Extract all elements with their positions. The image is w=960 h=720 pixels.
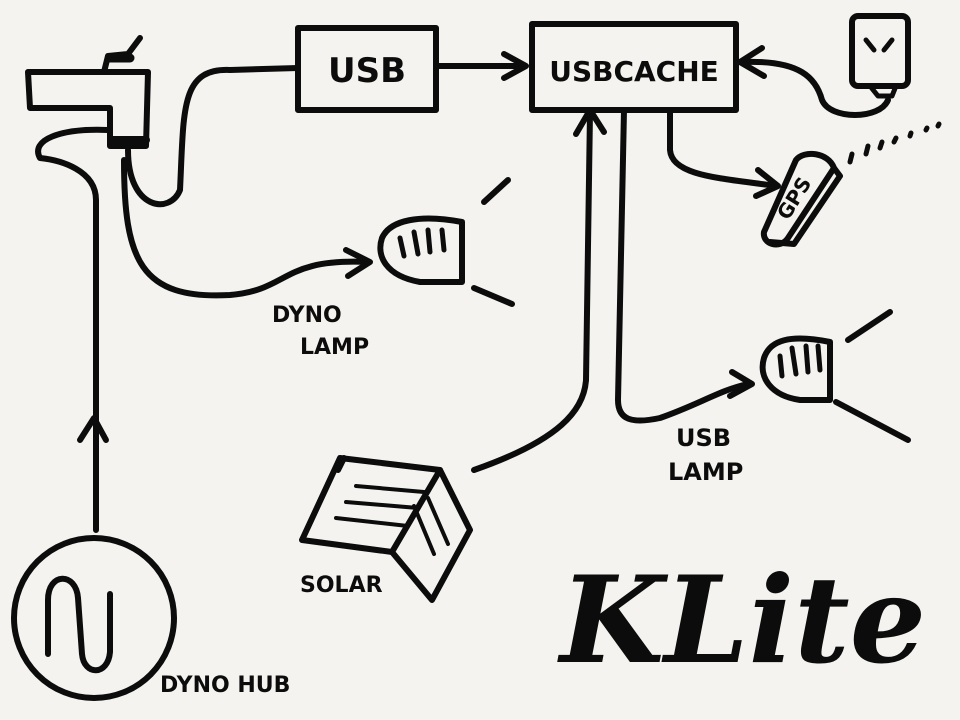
- usb-lamp-icon: [759, 309, 911, 443]
- usbcache-label: USBCACHE: [549, 55, 719, 88]
- gps-arrow: [753, 167, 781, 199]
- usb-box: USB: [295, 25, 439, 113]
- hub-upward-arrow: [77, 415, 109, 443]
- usbcache-box: USBCACHE: [529, 21, 739, 113]
- dyno-lamp-arrow: [343, 247, 373, 279]
- cache-to-gps-wire: [667, 109, 779, 189]
- usb-lamp-label-line1: USB: [676, 424, 731, 452]
- charger-arrow: [737, 45, 767, 79]
- dyno-lamp-icon: [377, 177, 515, 307]
- usb-lamp-arrow: [727, 369, 755, 399]
- klite-title: KLite: [557, 550, 926, 691]
- usb-lamp-label-line2: LAMP: [668, 458, 743, 486]
- usb-label: USB: [328, 51, 406, 91]
- gps-signal-dots: [847, 121, 942, 165]
- dyno-lamp-label-line1: DYNO: [272, 303, 342, 328]
- dyno-lamp-label-line2: LAMP: [300, 335, 369, 360]
- gps-device: GPS: [760, 150, 843, 248]
- usb-to-cache-arrow: [433, 51, 529, 81]
- handlebar-switch: [25, 35, 151, 149]
- hub-to-switch-wire: [35, 126, 111, 533]
- solar-to-cache-wire: [471, 109, 593, 473]
- cache-to-usb-lamp-wire: [615, 107, 751, 424]
- solar-label: SOLAR: [300, 573, 383, 598]
- wall-charger-icon: [849, 13, 911, 99]
- dynohub-label: DYNO HUB: [160, 673, 290, 698]
- switch-to-dyno-lamp-wire: [121, 157, 371, 299]
- charger-to-cache-wire: [741, 58, 891, 118]
- dynohub-icon: [11, 535, 177, 701]
- solar-arrow: [573, 107, 607, 137]
- switch-to-usb-wire: [125, 65, 301, 208]
- solar-panel-icon: [299, 455, 473, 603]
